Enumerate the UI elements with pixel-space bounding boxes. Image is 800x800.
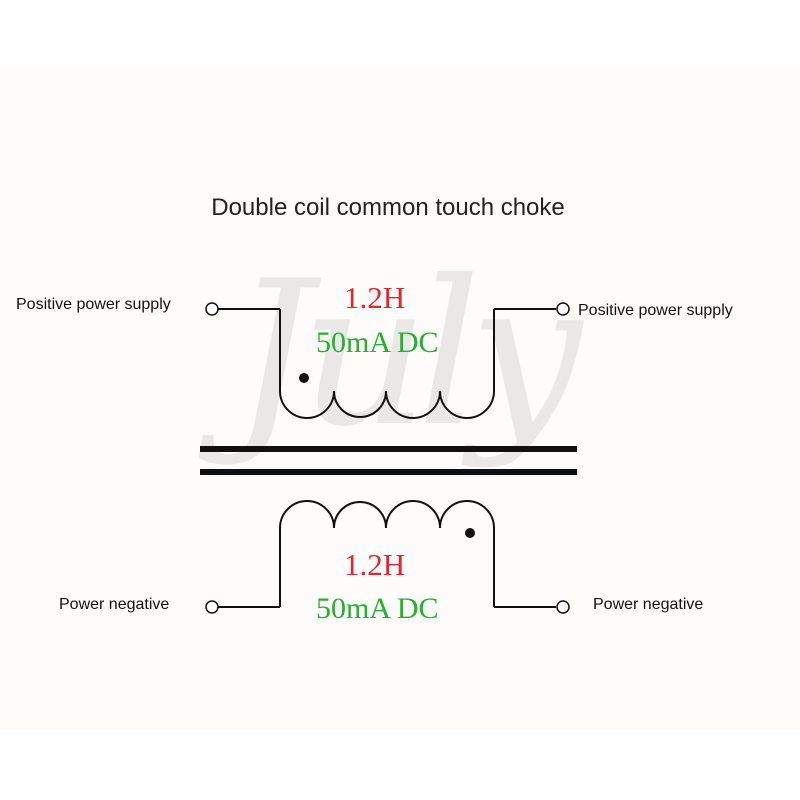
bottom-right-terminal: [556, 600, 570, 614]
top-left-terminal-label: Positive power supply: [16, 296, 171, 313]
top-polarity-dot: [299, 373, 309, 383]
watermark: July: [232, 238, 582, 471]
top-winding: [279, 390, 495, 419]
bottom-current-label: 50mA DC: [316, 592, 439, 625]
bottom-coil: [218, 500, 556, 608]
top-right-terminal-label: Positive power supply: [578, 302, 733, 319]
top-left-terminal: [205, 302, 219, 316]
top-inductance-label: 1.2H: [344, 280, 406, 315]
bottom-polarity-dot: [465, 528, 475, 538]
diagram-panel: [0, 68, 800, 730]
top-right-terminal: [556, 302, 570, 316]
top-coil: [218, 308, 556, 419]
bottom-inductance-label: 1.2H: [344, 547, 406, 582]
bottom-right-terminal-label: Power negative: [593, 596, 704, 613]
diagram-title: Double coil common touch choke: [211, 194, 565, 221]
bottom-winding: [279, 500, 495, 529]
top-current-label: 50mA DC: [316, 326, 439, 359]
bottom-left-terminal-label: Power negative: [59, 596, 170, 613]
bottom-left-terminal: [205, 600, 219, 614]
